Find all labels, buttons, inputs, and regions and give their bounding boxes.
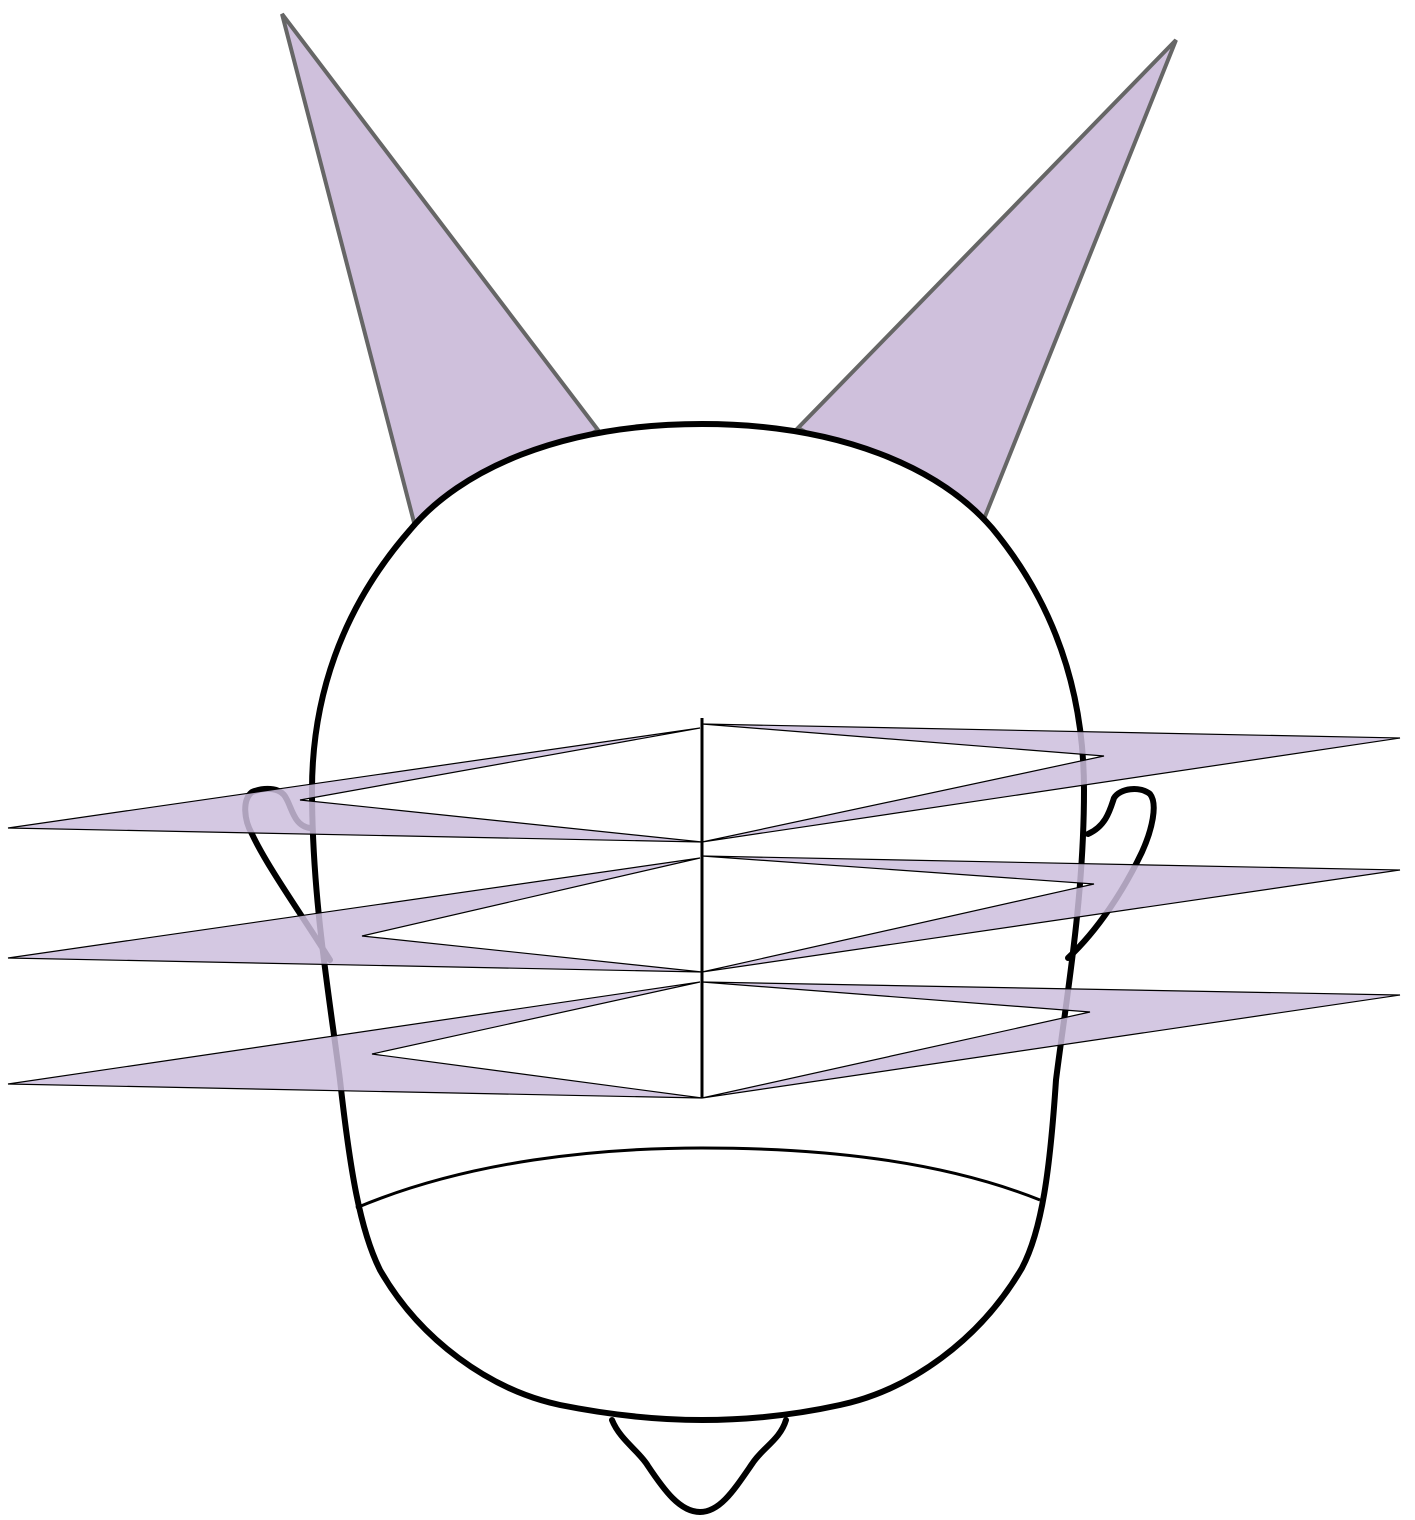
- chin-tuft: [612, 1420, 786, 1512]
